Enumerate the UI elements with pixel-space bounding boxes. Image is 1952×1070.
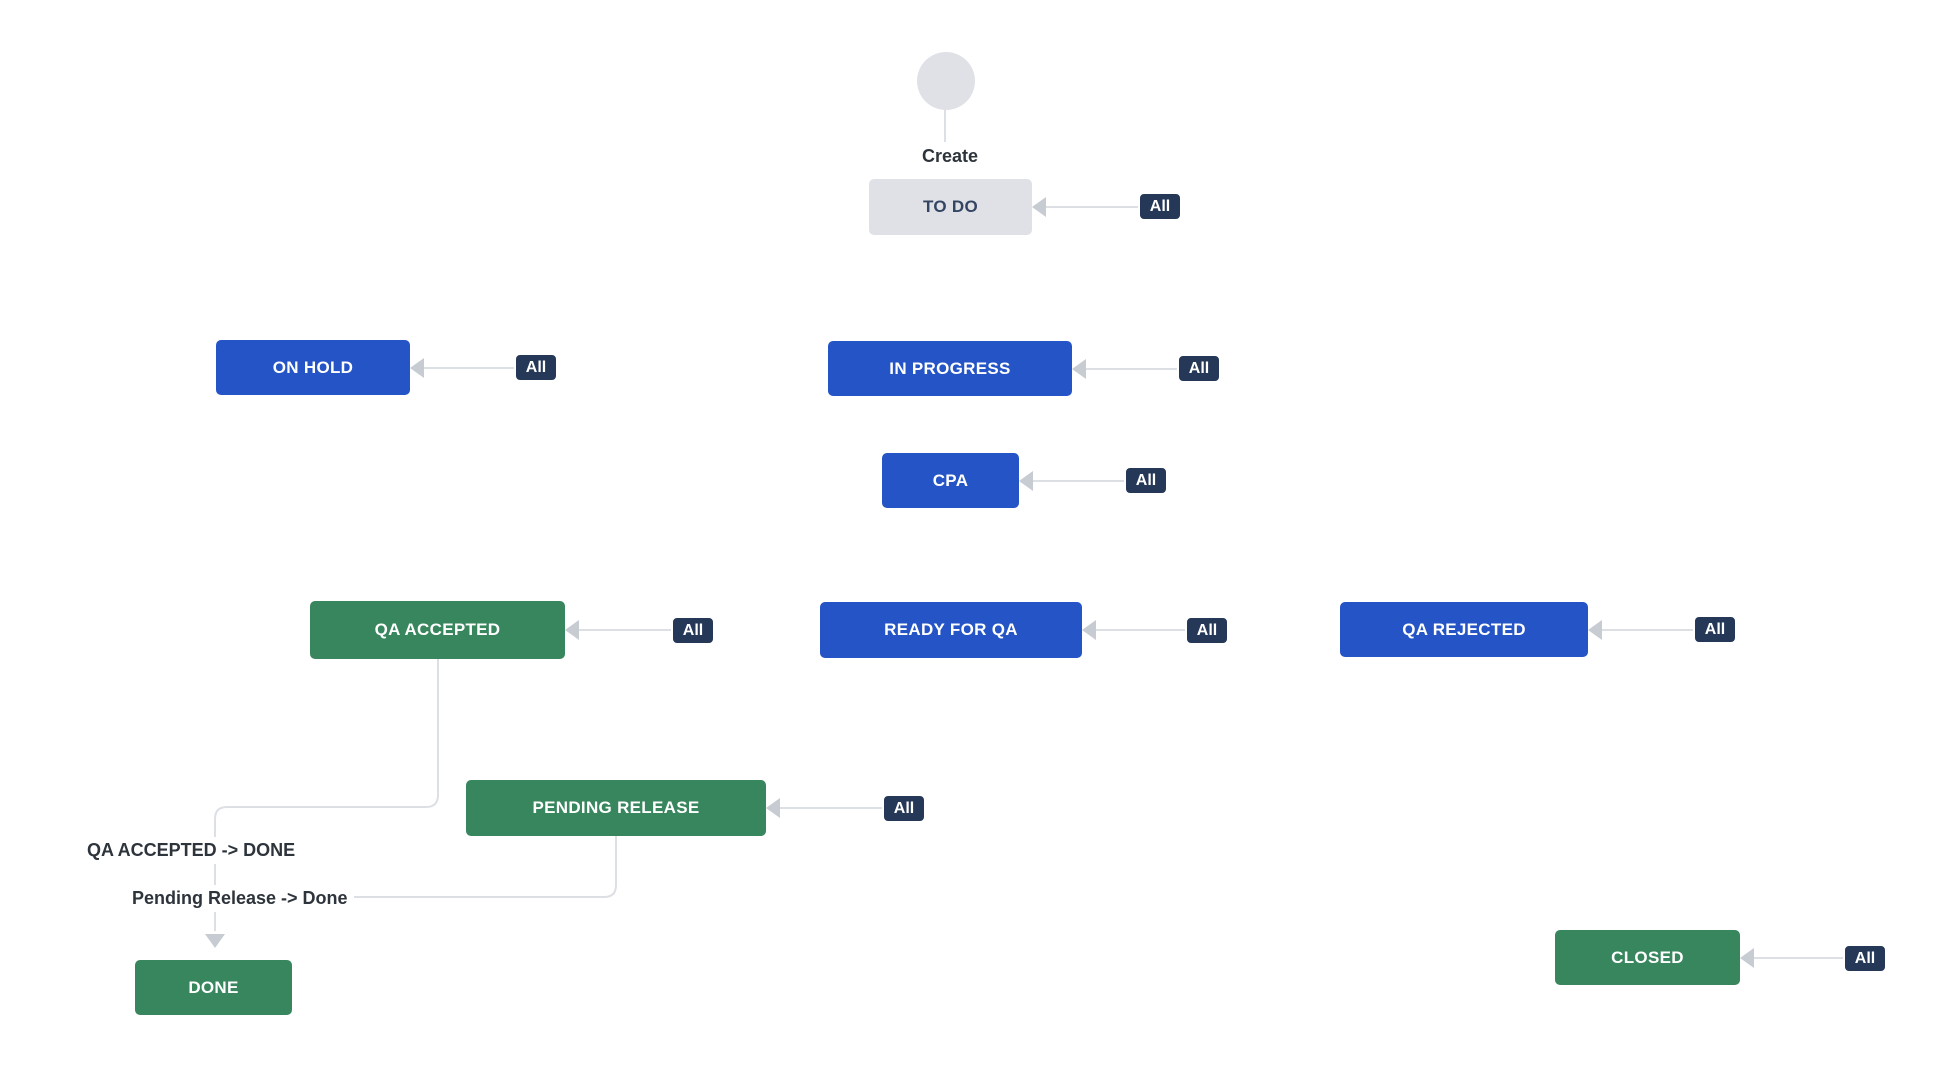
arrowhead-left-icon bbox=[766, 798, 780, 818]
arrowhead-left-icon bbox=[1032, 197, 1046, 217]
status-node-pending-release[interactable]: PENDING RELEASE bbox=[466, 780, 766, 836]
transition-arrow-line bbox=[1045, 206, 1138, 208]
transition-arrow-line bbox=[1753, 956, 1843, 959]
transition-label-qa-accepted-to-done[interactable]: QA ACCEPTED -> DONE bbox=[81, 837, 302, 864]
status-node-cpa[interactable]: CPA bbox=[882, 453, 1019, 508]
transition-arrow-line bbox=[1085, 367, 1177, 370]
arrowhead-left-icon bbox=[1740, 947, 1754, 968]
transition-all-badge-cpa[interactable]: All bbox=[1124, 466, 1168, 495]
arrowhead-left-icon bbox=[410, 357, 424, 378]
transition-all-badge-to-do[interactable]: All bbox=[1138, 192, 1182, 221]
transition-all-badge-on-hold[interactable]: All bbox=[514, 353, 558, 382]
arrowhead-left-icon bbox=[565, 620, 579, 640]
arrowhead-left-icon bbox=[1588, 619, 1602, 640]
arrowhead-left-icon bbox=[1019, 470, 1033, 491]
create-transition-label[interactable]: Create bbox=[921, 146, 979, 166]
transition-all-badge-closed[interactable]: All bbox=[1843, 944, 1887, 973]
status-node-on-hold[interactable]: ON HOLD bbox=[216, 340, 410, 395]
status-node-to-do[interactable]: TO DO bbox=[869, 179, 1032, 235]
status-node-qa-accepted[interactable]: QA ACCEPTED bbox=[310, 601, 565, 659]
arrowhead-left-icon bbox=[1082, 620, 1096, 640]
status-node-ready-for-qa[interactable]: READY FOR QA bbox=[820, 602, 1082, 658]
transition-all-badge-pending-release[interactable]: All bbox=[882, 794, 926, 823]
transition-all-badge-ready-for-qa[interactable]: All bbox=[1185, 616, 1229, 645]
status-node-done[interactable]: DONE bbox=[135, 960, 292, 1015]
transition-label-pending-release-to-done[interactable]: Pending Release -> Done bbox=[126, 885, 354, 912]
transition-all-badge-qa-accepted[interactable]: All bbox=[671, 616, 715, 645]
transition-arrow-line bbox=[1601, 628, 1693, 631]
connector-pending-release-to-done bbox=[216, 836, 617, 898]
status-node-qa-rejected[interactable]: QA REJECTED bbox=[1340, 602, 1588, 657]
transition-arrow-line bbox=[423, 366, 514, 369]
connector-qa-accepted-to-done bbox=[214, 659, 439, 931]
transition-all-badge-in-progress[interactable]: All bbox=[1177, 354, 1221, 383]
transition-arrow-line bbox=[1095, 629, 1185, 631]
transition-all-badge-qa-rejected[interactable]: All bbox=[1693, 615, 1737, 644]
transition-arrow-line bbox=[578, 629, 671, 631]
status-node-in-progress[interactable]: IN PROGRESS bbox=[828, 341, 1072, 396]
status-node-closed[interactable]: CLOSED bbox=[1555, 930, 1740, 985]
create-start-circle[interactable] bbox=[917, 52, 975, 110]
arrowhead-down-icon bbox=[205, 934, 225, 948]
transition-arrow-line bbox=[779, 807, 882, 809]
arrowhead-left-icon bbox=[1072, 358, 1086, 379]
transition-arrow-line bbox=[1032, 479, 1124, 482]
